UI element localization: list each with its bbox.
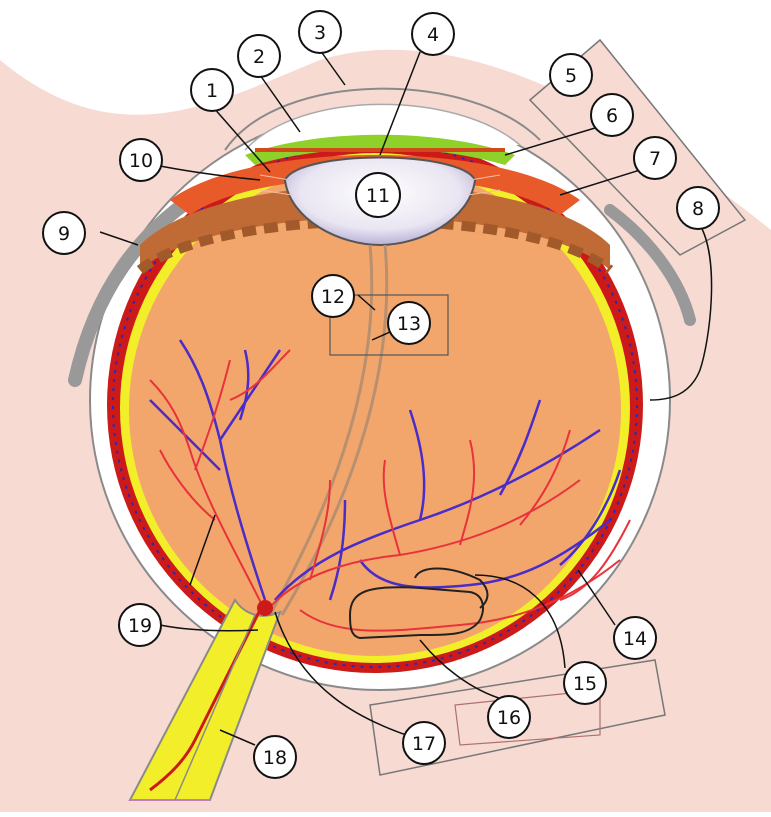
label-number-14: 14 xyxy=(623,628,647,650)
label-number-1: 1 xyxy=(206,80,218,102)
label-marker-3: 3 xyxy=(299,11,341,53)
label-marker-16: 16 xyxy=(488,696,530,738)
label-number-2: 2 xyxy=(253,46,265,68)
optic-disc xyxy=(257,600,273,616)
label-number-18: 18 xyxy=(263,747,287,769)
label-marker-14: 14 xyxy=(614,617,656,659)
label-number-5: 5 xyxy=(565,65,577,87)
label-marker-15: 15 xyxy=(564,662,606,704)
label-marker-5: 5 xyxy=(550,54,592,96)
label-marker-2: 2 xyxy=(238,35,280,77)
label-marker-8: 8 xyxy=(677,187,719,229)
label-marker-1: 1 xyxy=(191,69,233,111)
label-marker-7: 7 xyxy=(634,137,676,179)
label-marker-11: 11 xyxy=(356,173,400,217)
label-number-10: 10 xyxy=(129,150,153,172)
label-marker-17: 17 xyxy=(403,722,445,764)
label-number-17: 17 xyxy=(412,733,436,755)
label-marker-9: 9 xyxy=(43,212,85,254)
label-number-12: 12 xyxy=(321,286,345,308)
label-number-4: 4 xyxy=(427,24,439,46)
label-marker-13: 13 xyxy=(388,302,430,344)
label-marker-4: 4 xyxy=(412,13,454,55)
label-number-7: 7 xyxy=(649,148,661,170)
label-number-16: 16 xyxy=(497,707,521,729)
label-number-19: 19 xyxy=(128,615,152,637)
label-marker-18: 18 xyxy=(254,736,296,778)
label-number-9: 9 xyxy=(58,223,70,245)
label-marker-6: 6 xyxy=(591,94,633,136)
label-number-8: 8 xyxy=(692,198,704,220)
label-marker-19: 19 xyxy=(119,604,161,646)
label-number-3: 3 xyxy=(314,22,326,44)
label-number-6: 6 xyxy=(606,105,618,127)
label-number-13: 13 xyxy=(397,313,421,335)
label-number-15: 15 xyxy=(573,673,597,695)
label-marker-12: 12 xyxy=(312,275,354,317)
label-marker-10: 10 xyxy=(120,139,162,181)
label-number-11: 11 xyxy=(366,185,390,207)
